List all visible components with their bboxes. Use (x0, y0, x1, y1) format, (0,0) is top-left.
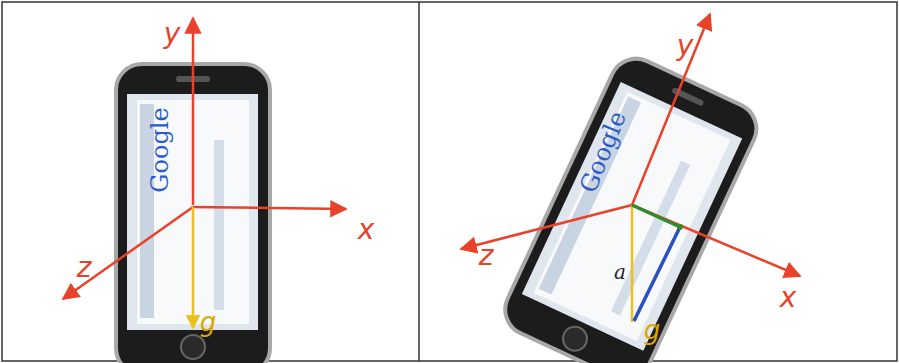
axis-label: z (479, 242, 494, 270)
gravity-label: g (200, 309, 217, 335)
screen-logo: Google (148, 107, 172, 192)
phone-tilted (497, 50, 765, 363)
axis-label: x (780, 284, 797, 312)
axis-label: z (77, 254, 92, 282)
gravity-label: g (644, 317, 661, 343)
axes-upright (63, 18, 346, 328)
axes-tilted (461, 14, 800, 322)
angle-label: a (614, 262, 626, 282)
axis-label: x (358, 216, 375, 244)
panel-divider (418, 2, 420, 361)
axis-label: y (677, 32, 694, 60)
axis-label: y (164, 20, 181, 48)
